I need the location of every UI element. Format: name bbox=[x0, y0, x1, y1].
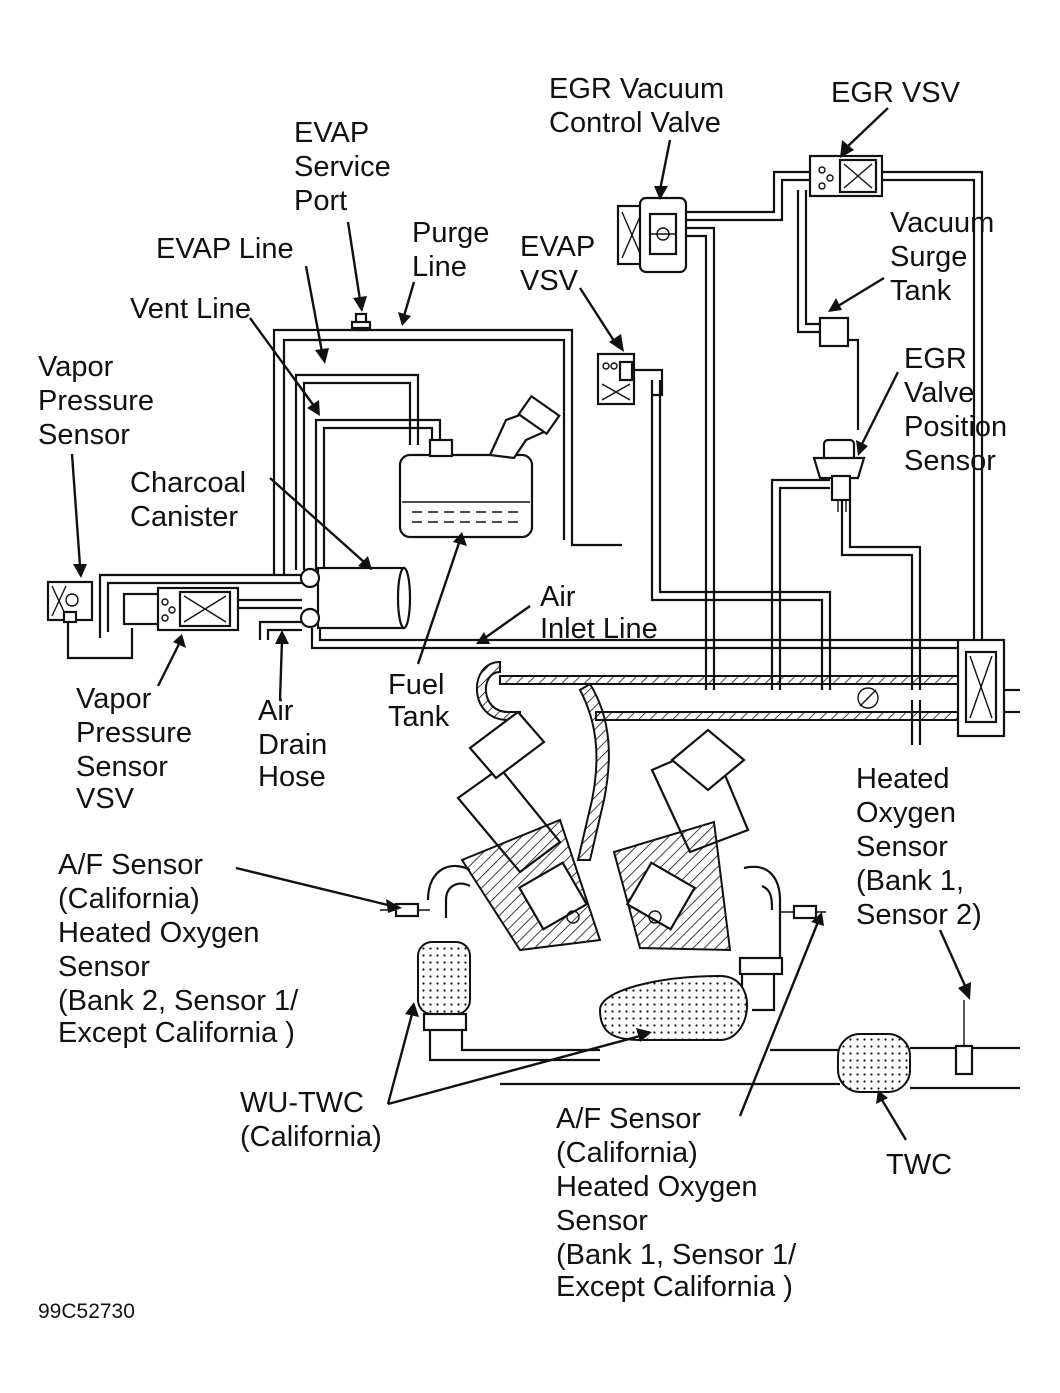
label-wu-twc: WU-TWC (California) bbox=[240, 1087, 382, 1153]
label-vapor-pressure-sensor: Vapor Pressure Sensor bbox=[38, 351, 162, 451]
vapor-pressure-sensor-vsv bbox=[122, 586, 240, 632]
vapor-pressure-sensor bbox=[46, 580, 94, 624]
label-air-drain-hose: Air Drain Hose bbox=[258, 695, 335, 793]
evap-plumbing bbox=[66, 170, 984, 745]
label-purge-line: Purge Line bbox=[412, 217, 497, 283]
egr-valve-position-sensor bbox=[812, 438, 866, 512]
label-vent-line: Vent Line bbox=[130, 293, 251, 325]
fuel-tank bbox=[398, 394, 561, 539]
label-af-sensor-bank1: A/F Sensor (California) Heated Oxygen Se… bbox=[556, 1103, 804, 1303]
label-fuel-tank: Fuel Tank bbox=[388, 669, 452, 733]
exhaust-system bbox=[380, 864, 1020, 1093]
intake-manifold bbox=[476, 660, 959, 861]
label-air-inlet-line: Air Inlet Line bbox=[540, 581, 658, 645]
leader-lines bbox=[70, 107, 971, 1141]
figure-id: 99C52730 bbox=[38, 1300, 135, 1323]
label-evap-vsv: EVAP VSV bbox=[520, 231, 603, 297]
vacuum-surge-tank bbox=[818, 316, 850, 348]
engine-v6 bbox=[456, 710, 750, 952]
label-heated-oxygen-sensor-bank1-sensor2: Heated Oxygen Sensor (Bank 1, Sensor 2) bbox=[856, 763, 982, 931]
label-vapor-pressure-sensor-vsv: Vapor Pressure Sensor VSV bbox=[76, 683, 200, 815]
charcoal-canister bbox=[299, 566, 412, 630]
egr-vacuum-control-valve bbox=[616, 196, 688, 274]
label-charcoal-canister: Charcoal Canister bbox=[130, 467, 254, 533]
label-egr-vsv: EGR VSV bbox=[831, 77, 961, 109]
egr-vsv bbox=[808, 154, 884, 198]
label-af-sensor-bank2: A/F Sensor (California) Heated Oxygen Se… bbox=[58, 849, 306, 1049]
label-twc: TWC bbox=[886, 1149, 952, 1181]
label-egr-vacuum-control-valve: EGR Vacuum Control Valve bbox=[549, 73, 732, 139]
label-evap-line: EVAP Line bbox=[156, 233, 294, 265]
throttle-body bbox=[956, 638, 1020, 738]
evap-vsv bbox=[596, 352, 636, 406]
label-vacuum-surge-tank: Vacuum Surge Tank bbox=[890, 207, 1002, 307]
label-egr-valve-position-sensor: EGR Valve Position Sensor bbox=[904, 343, 1015, 477]
label-evap-service-port: EVAP Service Port bbox=[294, 117, 399, 217]
evap-service-port bbox=[350, 312, 372, 332]
